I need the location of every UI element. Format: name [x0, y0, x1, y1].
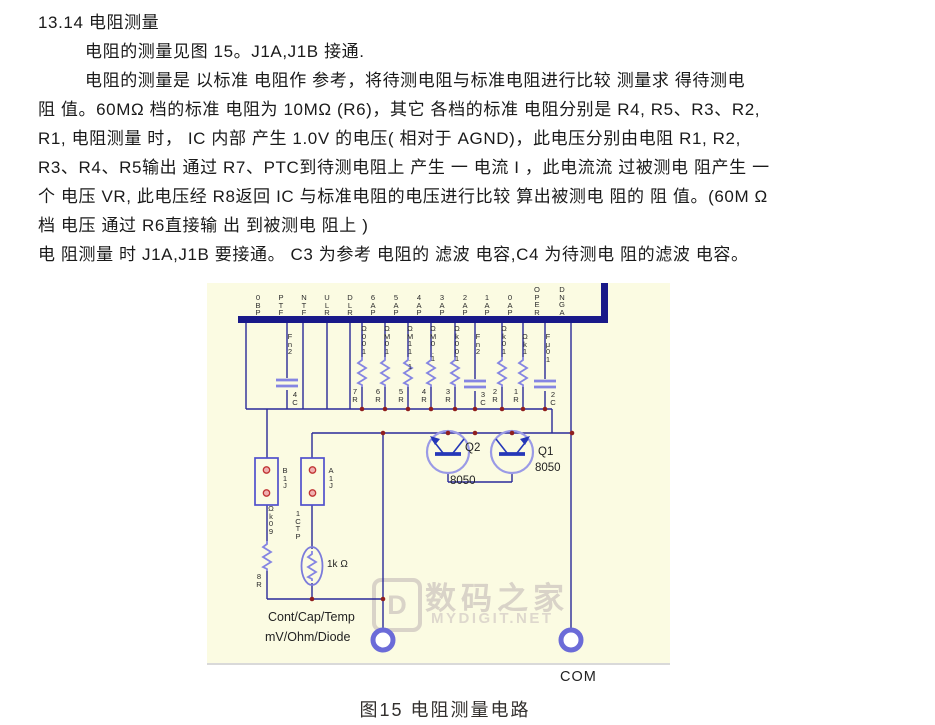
component-ref: B 1 J	[282, 466, 288, 491]
component-ref: 3 C	[480, 390, 486, 407]
ic-pin-label: 2 A P	[462, 293, 468, 318]
ic-pin-label: D N G A	[559, 285, 565, 317]
component-ref: 3 R	[445, 387, 451, 404]
ic-pin-label: N T F	[301, 293, 307, 318]
ptc-value: 1k Ω	[327, 559, 348, 570]
input-jack	[370, 627, 396, 653]
ptc-symbol	[300, 546, 324, 586]
component-value: Ω k 1	[522, 332, 528, 357]
com-jack-label: COM	[560, 669, 597, 685]
circuit-figure-panel: D 数码之家 MYDIGIT.NET	[207, 283, 670, 665]
wires	[245, 323, 572, 629]
watermark-text-en: MYDIGIT.NET	[431, 610, 554, 627]
ic-pin-label: P T F	[278, 293, 284, 318]
ic-pin-label: 1 A P	[484, 293, 490, 318]
component-value: Ω M 1 1 . 1	[406, 324, 414, 371]
component-value: Ω k 0 9	[268, 504, 274, 536]
component-value: F n 2	[287, 332, 293, 357]
figure-caption: 图15 电阻测量电路	[359, 700, 531, 720]
component-ref: 5 R	[398, 387, 404, 404]
ic-pin-label: 4 A P	[416, 293, 422, 318]
component-ref: 1 C T P	[295, 509, 301, 541]
section-heading: 13.14 电阻测量	[38, 13, 160, 32]
component-ref: 4 R	[421, 387, 427, 404]
ic-pin-label: 6 A P	[370, 293, 376, 318]
component-ref: 1 R	[513, 387, 519, 404]
transistor-part: 8050	[450, 475, 476, 487]
body-line: R3、R4、R5输出 通过 R7、PTC到待测电阻上 产生 一 电流 I ，此电…	[38, 158, 770, 177]
ic-pin-label: 0 A P	[507, 293, 513, 318]
schematic-drawing	[238, 283, 608, 653]
component-value: F n 2	[475, 332, 481, 357]
component-value: Ω 0 0 1	[361, 324, 367, 356]
watermark-logo: D	[372, 578, 422, 632]
capacitor-symbols	[276, 378, 556, 389]
body-line: 电阻的测量是 以标准 电阻作 参考，将待测电阻与标准电阻进行比较 测量求 得待测…	[85, 71, 746, 90]
watermark-text-cn: 数码之家	[425, 581, 569, 616]
ic-pin-label: U L R	[324, 293, 330, 318]
ic-pin-label: 0 B P	[255, 293, 261, 318]
transistor-ref: Q1	[538, 446, 554, 458]
body-line: R1, 电阻测量 时， IC 内部 产生 1.0V 的电压( 相对于 AGND)…	[38, 129, 741, 148]
component-ref: 7 R	[352, 387, 358, 404]
transistor-ref: Q2	[465, 442, 481, 454]
input-jack-label: Cont/Cap/Temp	[268, 610, 355, 624]
input-jack-label: mV/Ohm/Diode	[265, 630, 351, 644]
component-ref: 2 R	[492, 387, 498, 404]
component-ref: A 1 J	[328, 466, 334, 491]
junction-dots	[309, 406, 575, 602]
ic-pin-label: D L R	[347, 293, 353, 318]
component-ref: 6 R	[375, 387, 381, 404]
component-value: Ω M 0 . 1	[429, 324, 437, 364]
body-line: 档 电压 通过 R6直接输 出 到被测电 阻上 )	[38, 216, 369, 235]
component-ref: 4 C	[292, 390, 298, 407]
ic-pin-label: 5 A P	[393, 293, 399, 318]
component-ref: 8 R	[256, 572, 262, 589]
jumper-blocks	[254, 457, 325, 506]
component-value: Ω M 0 1	[383, 324, 391, 356]
transistor-part: 8050	[535, 462, 561, 474]
body-line: 电阻的测量见图 15。J1A,J1B 接通.	[85, 42, 365, 61]
body-line: 个 电压 VR, 此电压经 R8返回 IC 与标准电阻的电压进行比较 算出被测电…	[38, 187, 768, 206]
com-jack	[558, 627, 584, 653]
ic-pin-label: O P E R	[534, 285, 540, 317]
body-line: 电 阻测量 时 J1A,J1B 要接通。 C3 为参考 电阻的 滤波 电容,C4…	[38, 245, 749, 264]
ic-pin-label: 3 A P	[439, 293, 445, 318]
component-value: F μ 0 1	[545, 332, 551, 364]
component-value: Ω k 0 0 1	[454, 324, 460, 364]
component-ref: 2 C	[550, 390, 556, 407]
component-value: Ω k 0 1	[501, 324, 507, 356]
body-line: 阻 值。60MΩ 档的标准 电阻为 10MΩ (R6)，其它 各档的标准 电阻分…	[38, 100, 761, 119]
